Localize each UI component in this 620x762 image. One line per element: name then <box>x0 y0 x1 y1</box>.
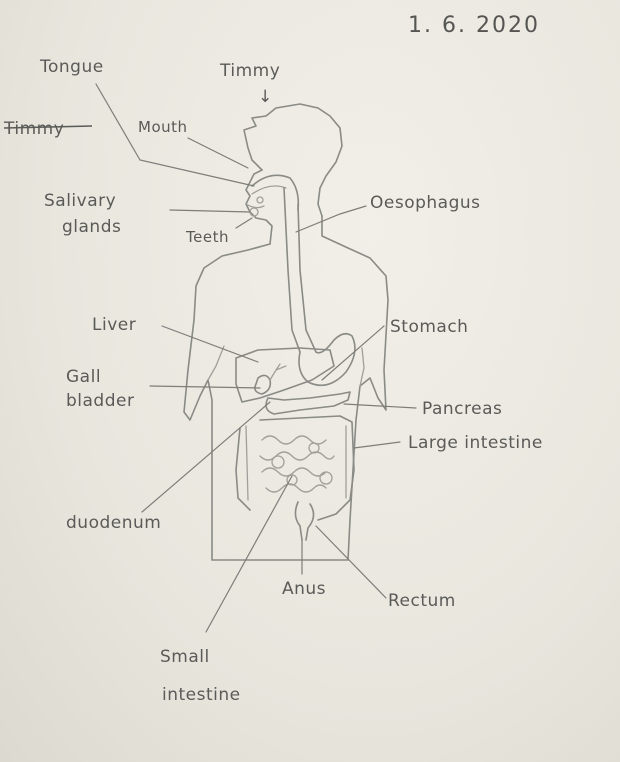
stomach-drawing <box>298 332 356 387</box>
large-intestine-drawing <box>235 415 355 521</box>
date-label: 1. 6. 2020 <box>408 13 540 38</box>
leader-lines <box>95 83 417 633</box>
gall-bladder-label-line2: bladder <box>66 391 134 411</box>
stomach-label: Stomach <box>390 317 468 337</box>
liver-drawing <box>235 347 335 403</box>
mouth-label: Mouth <box>138 118 188 136</box>
rectum-label: Rectum <box>388 591 456 611</box>
small-intestine-label-line1: Small <box>160 647 210 667</box>
gall-bladder-label-line1: Gall <box>66 367 101 387</box>
name-arrow-icon: ↓ <box>258 87 273 107</box>
pancreas-label: Pancreas <box>422 399 502 419</box>
strike-through-line <box>3 125 93 129</box>
body-outline <box>183 103 389 561</box>
mouth-leader <box>187 137 249 169</box>
gall-bladder-drawing <box>254 374 272 395</box>
pancreas-drawing <box>265 391 351 415</box>
bile-duct-drawing <box>269 363 287 381</box>
liver-label: Liver <box>92 315 136 335</box>
duodenum-leader <box>141 401 271 513</box>
rectum-drawing <box>294 501 315 541</box>
rectum-leader <box>315 525 387 599</box>
large-intestine-leader <box>353 441 401 449</box>
oesophagus-drawing <box>245 174 317 353</box>
salivary-glands-label-line2: glands <box>62 217 121 237</box>
tongue-label: Tongue <box>39 57 104 77</box>
oesophagus-label: Oesophagus <box>370 193 481 213</box>
small-intestine-drawing <box>259 435 335 493</box>
liver-leader <box>161 325 259 363</box>
large-intestine-inner <box>245 425 347 501</box>
crossed-out-name-label: Timmy <box>3 119 64 139</box>
oesophagus-leader <box>295 205 367 233</box>
teeth-leader <box>235 217 253 229</box>
stomach-leader <box>321 325 385 381</box>
teeth-label: Teeth <box>185 228 229 246</box>
name-label: Timmy <box>219 61 280 81</box>
large-intestine-label: Large intestine <box>408 433 543 453</box>
salivary-leader <box>169 209 251 213</box>
gall-bladder-leader <box>149 385 261 389</box>
tongue-leader <box>95 83 255 187</box>
pancreas-leader <box>343 403 417 409</box>
salivary-glands-label-line1: Salivary <box>44 191 116 211</box>
duodenum-label: duodenum <box>66 513 161 533</box>
small-intestine-label-line2: intestine <box>162 685 241 705</box>
anus-label: Anus <box>282 579 326 599</box>
small-intestine-leader <box>205 475 293 633</box>
